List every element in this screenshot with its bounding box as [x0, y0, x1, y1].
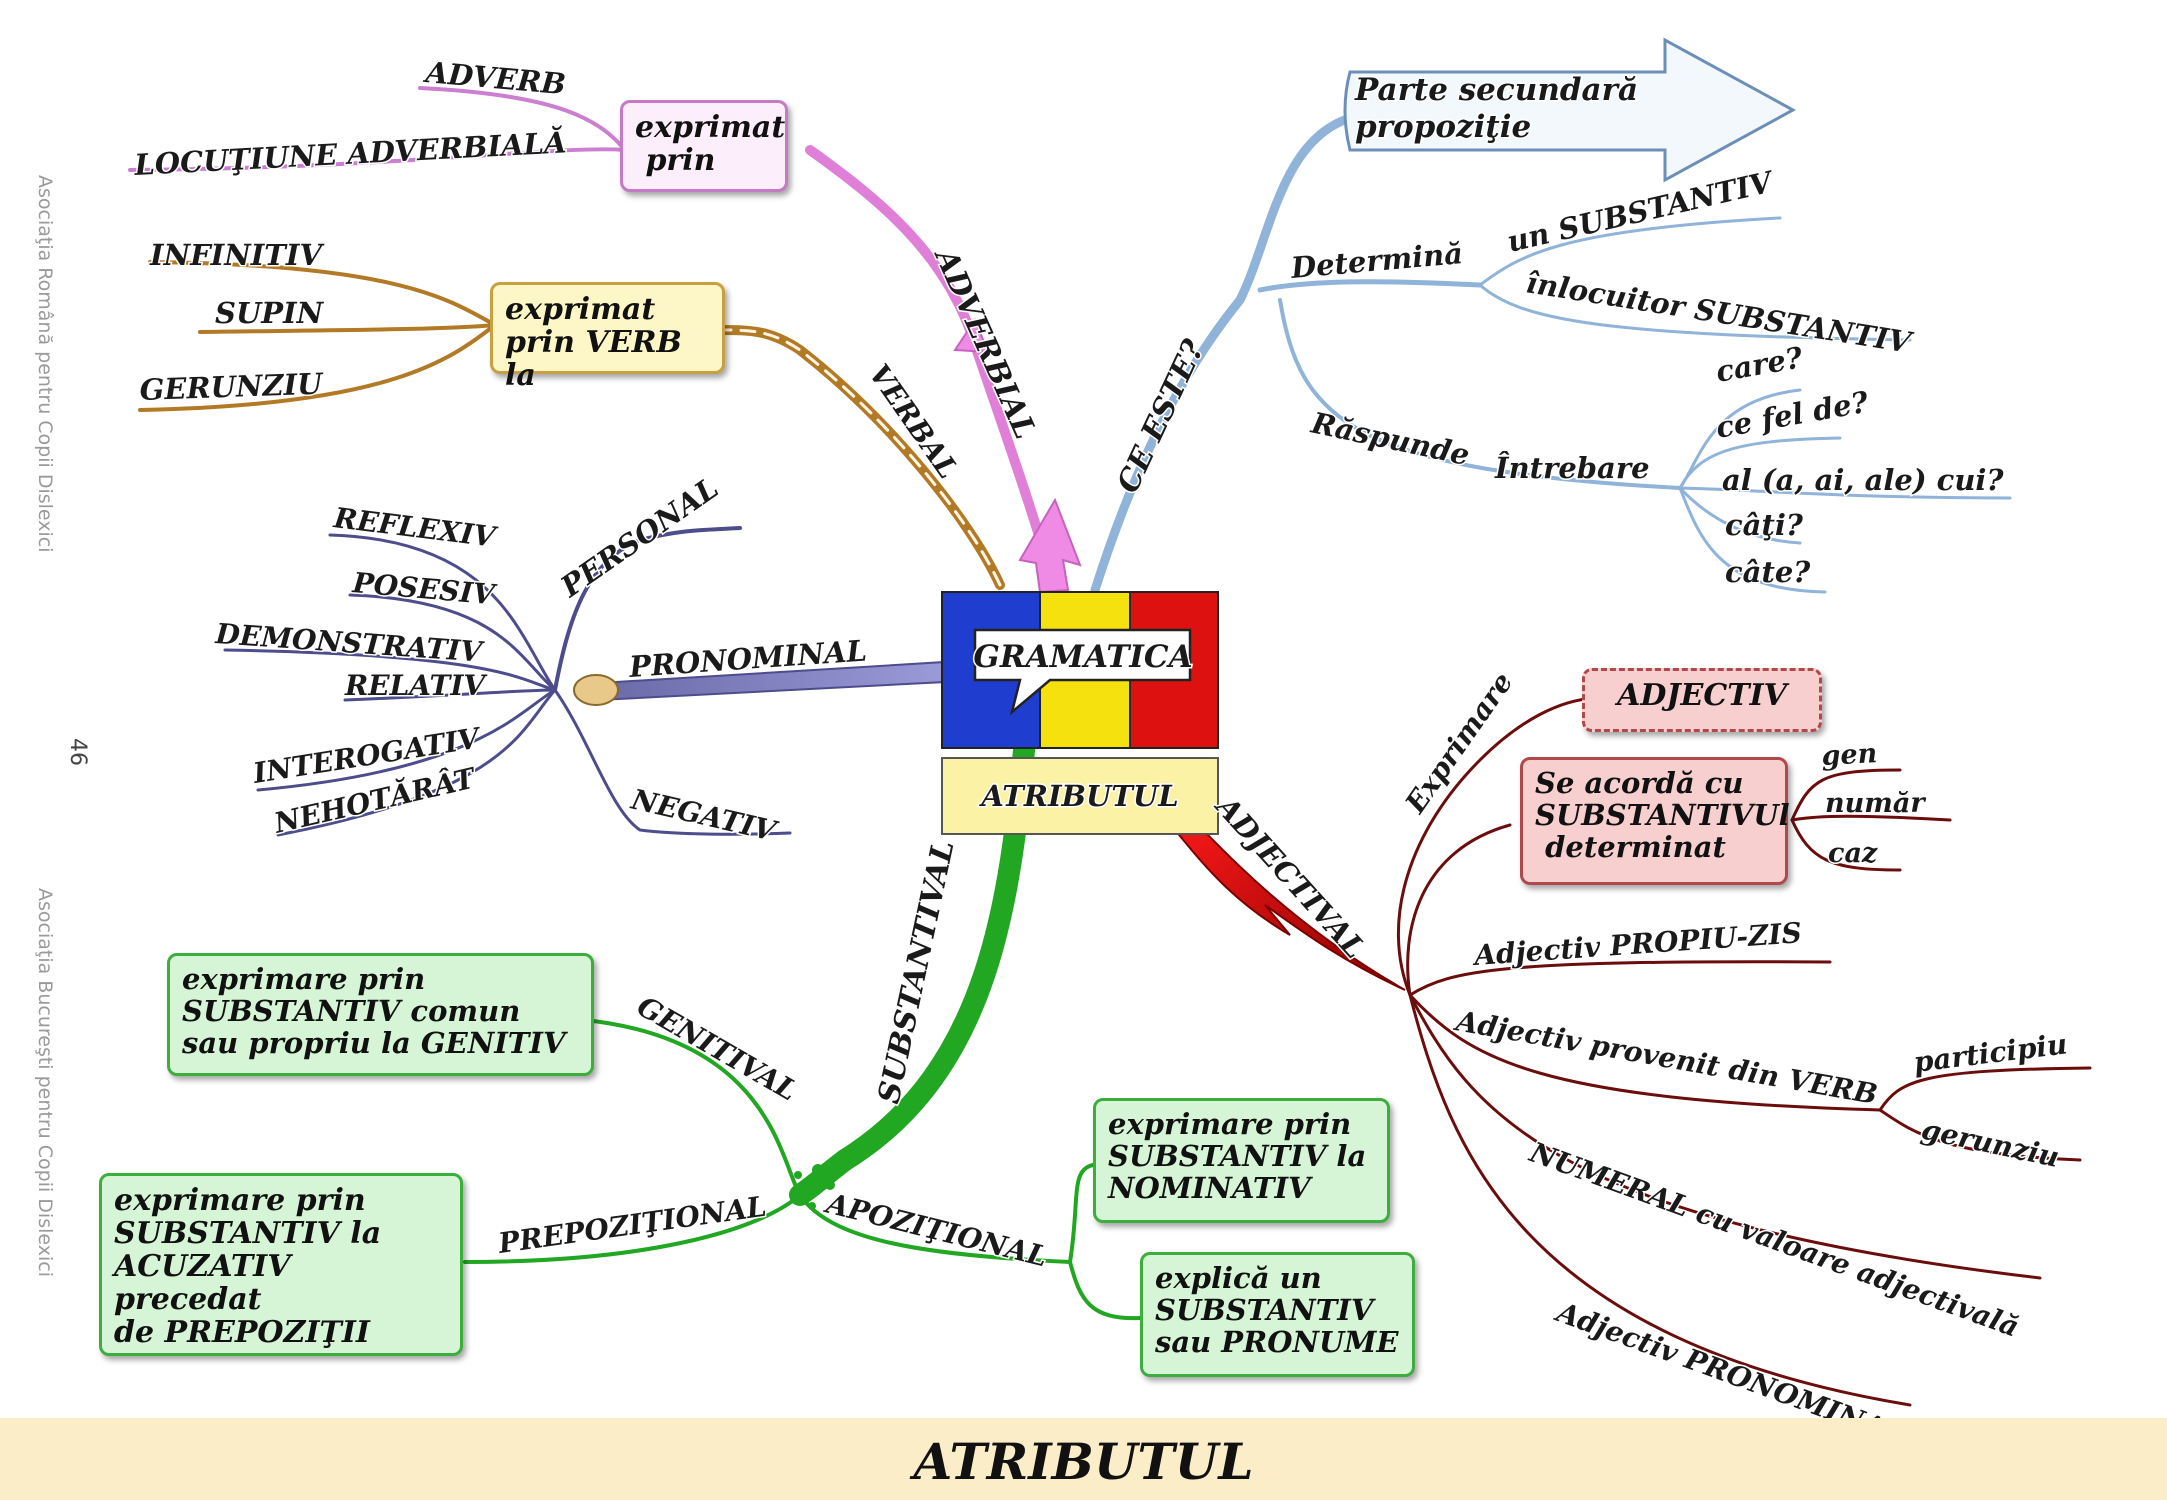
acord-box-line1: Se acordă cu — [1535, 766, 1744, 800]
footer-title: ATRIBUTUL — [913, 1432, 1254, 1491]
prepozitional-box-line2: SUBSTANTIV la — [114, 1216, 382, 1251]
apozitional-box-2: explică un SUBSTANTIV sau PRONUME — [1140, 1252, 1415, 1377]
prepozitional-box-line4: de PREPOZIŢII — [114, 1315, 370, 1350]
posesiv-item: POSESIV — [350, 566, 499, 612]
adjectival-branch — [1397, 696, 2092, 1407]
prepozitional-label: PREPOZIŢIONAL — [495, 1190, 768, 1260]
page-number: 46 — [65, 738, 90, 766]
determina-item-2: înlocuitor SUBSTANTIV — [1524, 265, 1916, 360]
demonstrativ-item: DEMONSTRATIV — [214, 617, 487, 669]
verbal-branch — [138, 260, 1005, 590]
adverbial-exprimat-box: exprimat prin — [620, 100, 788, 192]
center-subtitle: ATRIBUTUL — [978, 779, 1178, 813]
gerunziu-adj-item: gerunziu — [1919, 1113, 2063, 1174]
genitival-label: GENITIVAL — [632, 989, 803, 1107]
apoz-box2-line1: explică un — [1155, 1261, 1322, 1295]
apoz-box2-line3: sau PRONUME — [1155, 1324, 1399, 1359]
apoz-box1-line2: SUBSTANTIV la — [1108, 1138, 1367, 1173]
genitival-box-line2: SUBSTANTIV comun — [182, 993, 521, 1028]
negativ-item: NEGATIV — [627, 782, 782, 848]
parte-secundara-arrow — [1343, 37, 1797, 183]
adjectiv-box: ADJECTIV — [1582, 668, 1822, 732]
adjectival-wedge — [1174, 797, 1406, 991]
question-1: care? — [1713, 340, 1806, 389]
ce-este-label: CE ESTE? — [1111, 334, 1212, 498]
apoz-box1-line1: exprimare prin — [1108, 1107, 1352, 1141]
question-3: al (a, ai, ale) cui? — [1722, 463, 2004, 497]
verbal-exprimat-box: exprimat prin VERB la — [490, 282, 725, 392]
mind-map: GRAMATICA ATRIBUTUL CE ESTE? Parte secun… — [128, 37, 2092, 1420]
verbal-box-line1: exprimat — [505, 292, 656, 327]
adjectiv-pronominal-item: Adjectiv PRONOMINAL — [1550, 1295, 1908, 1420]
prepozitional-box-line1: exprimare prin — [114, 1183, 366, 1218]
adverbial-box-line2: prin — [635, 143, 716, 178]
ce-este-branch — [1090, 113, 2012, 595]
verbal-box-line2: prin VERB la — [505, 325, 682, 393]
locutiune-item: LOCUŢIUNE ADVERBIALĂ — [133, 124, 568, 182]
side-note-top: Asociaţia Română pentru Copii Dislexici — [34, 175, 56, 553]
question-4: câţi? — [1725, 508, 1804, 542]
raspunde-label: Răspunde — [1308, 405, 1473, 472]
adverbial-arrowhead-2 — [953, 317, 990, 354]
center-title: GRAMATICA — [973, 639, 1192, 675]
adverb-item: ADVERB — [421, 55, 567, 101]
apoz-box2-line2: SUBSTANTIV — [1155, 1292, 1374, 1327]
adverbial-box-line1: exprimat — [635, 110, 786, 145]
supin-item: SUPIN — [215, 296, 325, 330]
gen-item: gen — [1821, 738, 1878, 772]
adjectiv-box-text: ADJECTIV — [1617, 678, 1787, 713]
center-flag — [941, 591, 1219, 835]
acord-box: Se acordă cu SUBSTANTIVUl determinat — [1520, 757, 1790, 885]
intrebare-label: Întrebare — [1494, 450, 1650, 485]
determina-item-1: un SUBSTANTIV — [1504, 164, 1778, 259]
adverbial-label: ADVERBIAL — [926, 241, 1042, 444]
substantival-branch — [463, 729, 1142, 1321]
apozitional-box-1: exprimare prin SUBSTANTIV la NOMINATIV — [1093, 1098, 1390, 1223]
adverbial-arrowhead — [1018, 497, 1082, 594]
reflexiv-item: REFLEXIV — [331, 501, 500, 554]
question-2: ce fel de? — [1713, 384, 1872, 444]
prepozitional-box-line3: ACUZATIV precedat — [114, 1249, 291, 1317]
infinitiv-item: INFINITIV — [149, 238, 324, 272]
gerunziu-item: GERUNZIU — [139, 367, 325, 407]
exprimare-label: Exprimare — [1398, 666, 1519, 820]
caz-item: caz — [1828, 838, 1878, 869]
acord-box-line2: SUBSTANTIVUl — [1535, 797, 1790, 832]
determina-label: Determină — [1289, 236, 1465, 285]
question-5: câte? — [1725, 555, 1811, 589]
prepozitional-box: exprimare prin SUBSTANTIV la ACUZATIV pr… — [99, 1173, 463, 1356]
genitival-box-line1: exprimare prin — [182, 962, 426, 996]
relativ-item: RELATIV — [344, 669, 488, 702]
side-note-bottom: Asociaţia Bucureşti pentru Copii Dislexi… — [34, 888, 56, 1277]
numar-item: număr — [1825, 788, 1926, 819]
apozitional-label: APOZIŢIONAL — [820, 1186, 1050, 1273]
apoz-box1-line3: NOMINATIV — [1108, 1170, 1311, 1205]
arrow-text-line1: Parte secundară — [1354, 72, 1638, 108]
genitival-box: exprimare prin SUBSTANTIV comun sau prop… — [167, 953, 594, 1076]
pronominal-branch — [223, 526, 792, 837]
personal-label: PERSONAL — [554, 471, 725, 605]
footer-bar: ATRIBUTUL — [0, 1418, 2167, 1500]
pronominal-stick-tip — [573, 674, 619, 706]
acord-box-line3: determinat — [1535, 829, 1726, 864]
substantival-splash — [794, 1164, 835, 1210]
arrow-text-line2: propoziţie — [1355, 109, 1531, 145]
genitival-box-line3: sau propriu la GENITIV — [182, 1025, 566, 1060]
